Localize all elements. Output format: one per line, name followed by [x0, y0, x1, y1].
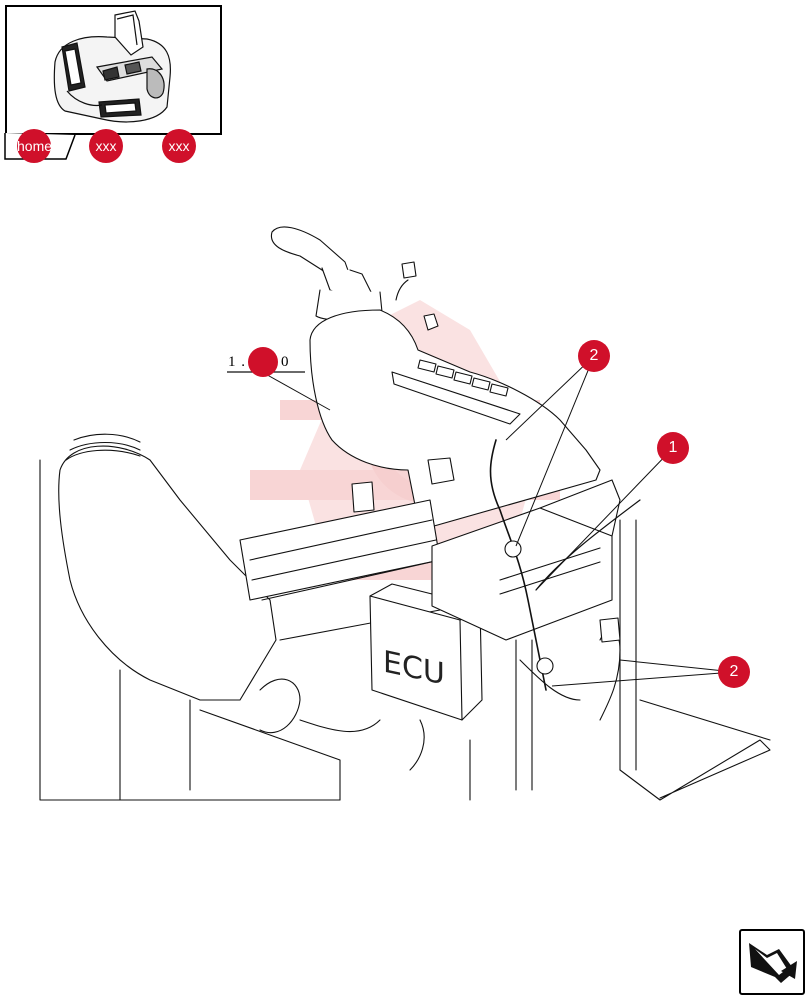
next-page-arrow-icon [749, 943, 797, 983]
reference-link-marker[interactable] [248, 347, 278, 377]
next-page-button[interactable] [739, 929, 805, 995]
cab-thumbnail-illustration [53, 10, 172, 123]
next-section-button[interactable]: xxx [162, 129, 196, 163]
callout-1[interactable]: 1 [657, 432, 689, 464]
home-button[interactable]: home [17, 129, 52, 163]
thumbnail-panel [5, 5, 222, 135]
previous-page-button[interactable]: xxx [89, 129, 123, 163]
callout-2-lower[interactable]: 2 [718, 656, 750, 688]
callout-leaders [505, 355, 735, 687]
callout-2-upper[interactable]: 2 [578, 340, 610, 372]
